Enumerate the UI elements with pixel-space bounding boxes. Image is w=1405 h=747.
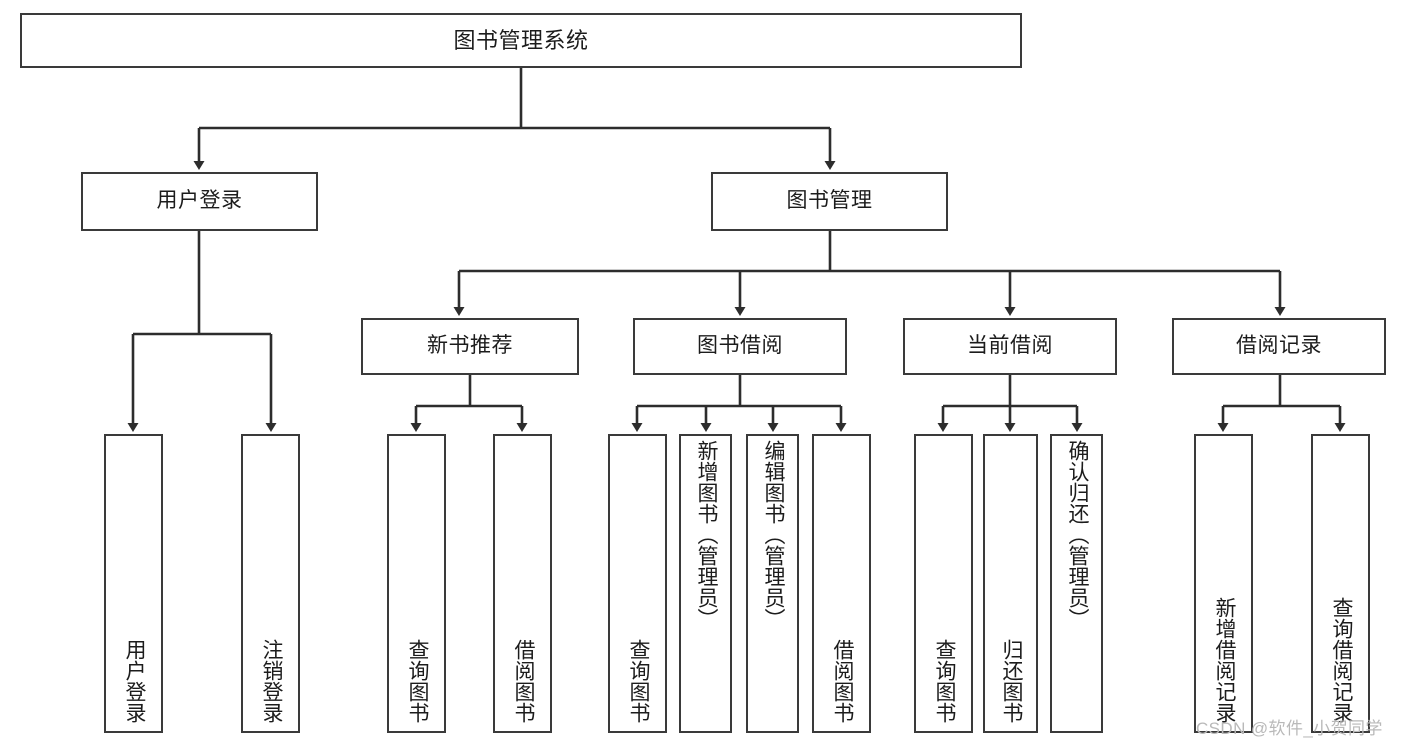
leaf-query-book-current[interactable]: 查询图书 [914,434,973,733]
node-root-book-management-system[interactable]: 图书管理系统 [20,13,1022,68]
node-user-login[interactable]: 用户登录 [81,172,318,231]
leaf-edit-book-admin[interactable]: 编辑图书（管理员） [746,434,799,733]
node-label: 借阅记录 [1236,334,1322,358]
csdn-watermark: CSDN @软件_小贺同学 [1196,719,1383,738]
node-borrow-record[interactable]: 借阅记录 [1172,318,1386,375]
leaf-add-borrow-record[interactable]: 新增借阅记录 [1194,434,1253,733]
leaf-user-login[interactable]: 用户登录 [104,434,163,733]
leaf-query-book-recommend[interactable]: 查询图书 [387,434,446,733]
node-label: 用户登录 [156,189,243,213]
node-label: 注销登录 [259,639,283,723]
node-label: 归还图书 [999,639,1023,723]
node-current-borrow[interactable]: 当前借阅 [903,318,1117,375]
node-label: 查询图书 [626,639,650,723]
node-label: 当前借阅 [967,334,1053,358]
node-label: 查询图书 [405,639,429,723]
leaf-borrow-book-recommend[interactable]: 借阅图书 [493,434,552,733]
leaf-borrow-book[interactable]: 借阅图书 [812,434,871,733]
node-book-management[interactable]: 图书管理 [711,172,948,231]
node-label: 新增借阅记录 [1212,597,1236,723]
node-new-book-recommend[interactable]: 新书推荐 [361,318,579,375]
node-label: 确认归还（管理员） [1065,440,1089,629]
node-label: 新增图书（管理员） [694,440,718,629]
node-label: 借阅图书 [511,639,535,723]
node-label: 借阅图书 [830,639,854,723]
node-label: 编辑图书（管理员） [761,440,785,629]
leaf-logout[interactable]: 注销登录 [241,434,300,733]
leaf-add-book-admin[interactable]: 新增图书（管理员） [679,434,732,733]
node-label: 新书推荐 [427,334,513,358]
node-label: 图书管理 [786,189,873,213]
leaf-query-borrow-record[interactable]: 查询借阅记录 [1311,434,1370,733]
leaf-query-book-borrow[interactable]: 查询图书 [608,434,667,733]
node-label: 查询借阅记录 [1329,597,1353,723]
node-book-borrow[interactable]: 图书借阅 [633,318,847,375]
node-label: 图书管理系统 [453,27,589,53]
leaf-confirm-return-admin[interactable]: 确认归还（管理员） [1050,434,1103,733]
node-label: 图书借阅 [697,334,783,358]
leaf-return-book[interactable]: 归还图书 [983,434,1038,733]
node-label: 查询图书 [932,639,956,723]
node-label: 用户登录 [122,639,146,723]
